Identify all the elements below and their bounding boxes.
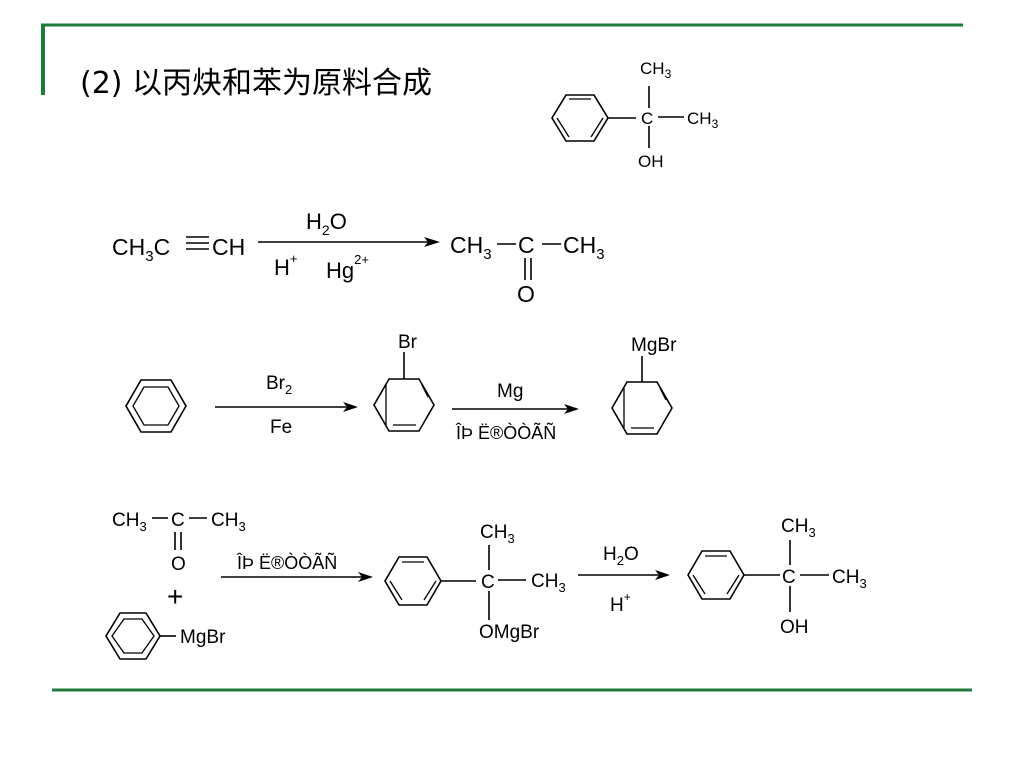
reagent-hg2plus: Hg2+ xyxy=(326,252,369,283)
benzene-ring-icon xyxy=(551,94,609,142)
propyne-right: CH xyxy=(212,234,245,260)
atom-label: CH3 xyxy=(687,109,719,131)
benzene-ring-icon xyxy=(687,550,745,600)
atom-label: O xyxy=(517,281,535,307)
atom-label: OH xyxy=(638,152,664,171)
triple-bond xyxy=(186,236,209,250)
reagent-mg: Mg xyxy=(497,381,523,402)
atom-label: CH3 xyxy=(832,567,867,591)
reaction-1: CH3C CH H2O H+ Hg2+ CH3 C CH3 O xyxy=(112,209,605,307)
acetone-product: CH3 C CH3 O xyxy=(450,232,605,307)
atom-label: CH3 xyxy=(112,510,147,534)
atom-label: C xyxy=(641,109,653,128)
final-product: CH3 C CH3 OH xyxy=(687,516,867,638)
reaction-arrow xyxy=(215,402,358,412)
atom-label: C xyxy=(782,567,796,588)
slide-title: (2) 以丙炔和苯为原料合成 xyxy=(80,66,432,101)
reagent-fe: Fe xyxy=(270,417,292,438)
atom-label: CH3 xyxy=(450,232,492,263)
reaction-arrow xyxy=(452,404,579,414)
reagent-br2: Br2 xyxy=(266,373,292,397)
atom-label: CH3 xyxy=(563,232,605,263)
atom-label: Br xyxy=(398,332,418,353)
atom-label: MgBr xyxy=(180,627,226,648)
bromobenzene: Br xyxy=(373,332,435,432)
reaction-2: Br2 Fe Br Mg ÎÞ Ë®ÒÒÃÑ xyxy=(125,332,677,443)
reaction-3: CH3 C CH3 O + MgBr ÎÞ Ë®ÒÒÃÑ xyxy=(105,510,867,660)
atom-label: CH3 xyxy=(781,516,816,540)
atom-label: CH3 xyxy=(211,510,246,534)
reagent-h2o: H2O xyxy=(603,544,639,568)
phenylmagnesium-bromide: MgBr xyxy=(611,335,677,435)
alkoxide-intermediate: CH3 C CH3 OMgBr xyxy=(384,522,566,643)
reagent-h-plus: H+ xyxy=(610,590,631,616)
reagent-h2o: H2O xyxy=(306,209,347,238)
atom-label: CH3 xyxy=(480,522,515,546)
atom-label: C xyxy=(171,510,185,531)
propyne-left: CH3C xyxy=(112,234,170,265)
benzene-ring-icon xyxy=(384,556,442,606)
grignard-reactant: MgBr xyxy=(105,612,226,660)
atom-label: CH3 xyxy=(531,571,566,595)
atom-label: C xyxy=(481,572,495,593)
atom-label: MgBr xyxy=(631,335,677,356)
atom-label: C xyxy=(518,232,535,258)
reaction-arrow xyxy=(578,570,670,580)
benzene-ring-icon xyxy=(125,379,187,433)
reagent-solvent-garbled: ÎÞ Ë®ÒÒÃÑ xyxy=(236,552,337,573)
benzene-ring-icon xyxy=(373,378,435,432)
reaction-arrow xyxy=(258,237,440,247)
atom-label: OH xyxy=(780,617,809,638)
atom-label: O xyxy=(171,554,186,575)
benzene-ring-icon xyxy=(611,381,673,435)
atom-label: CH3 xyxy=(640,59,672,81)
reaction-arrow xyxy=(221,572,373,582)
benzene-ring-icon xyxy=(105,612,161,660)
reagent-solvent-garbled: ÎÞ Ë®ÒÒÃÑ xyxy=(455,422,556,443)
plus-sign: + xyxy=(167,581,183,612)
atom-label: OMgBr xyxy=(479,622,540,643)
acetone-reactant: CH3 C CH3 O xyxy=(112,510,246,575)
target-product: CH3 C CH3 OH xyxy=(551,59,719,171)
reagent-h-plus: H+ xyxy=(274,251,297,280)
